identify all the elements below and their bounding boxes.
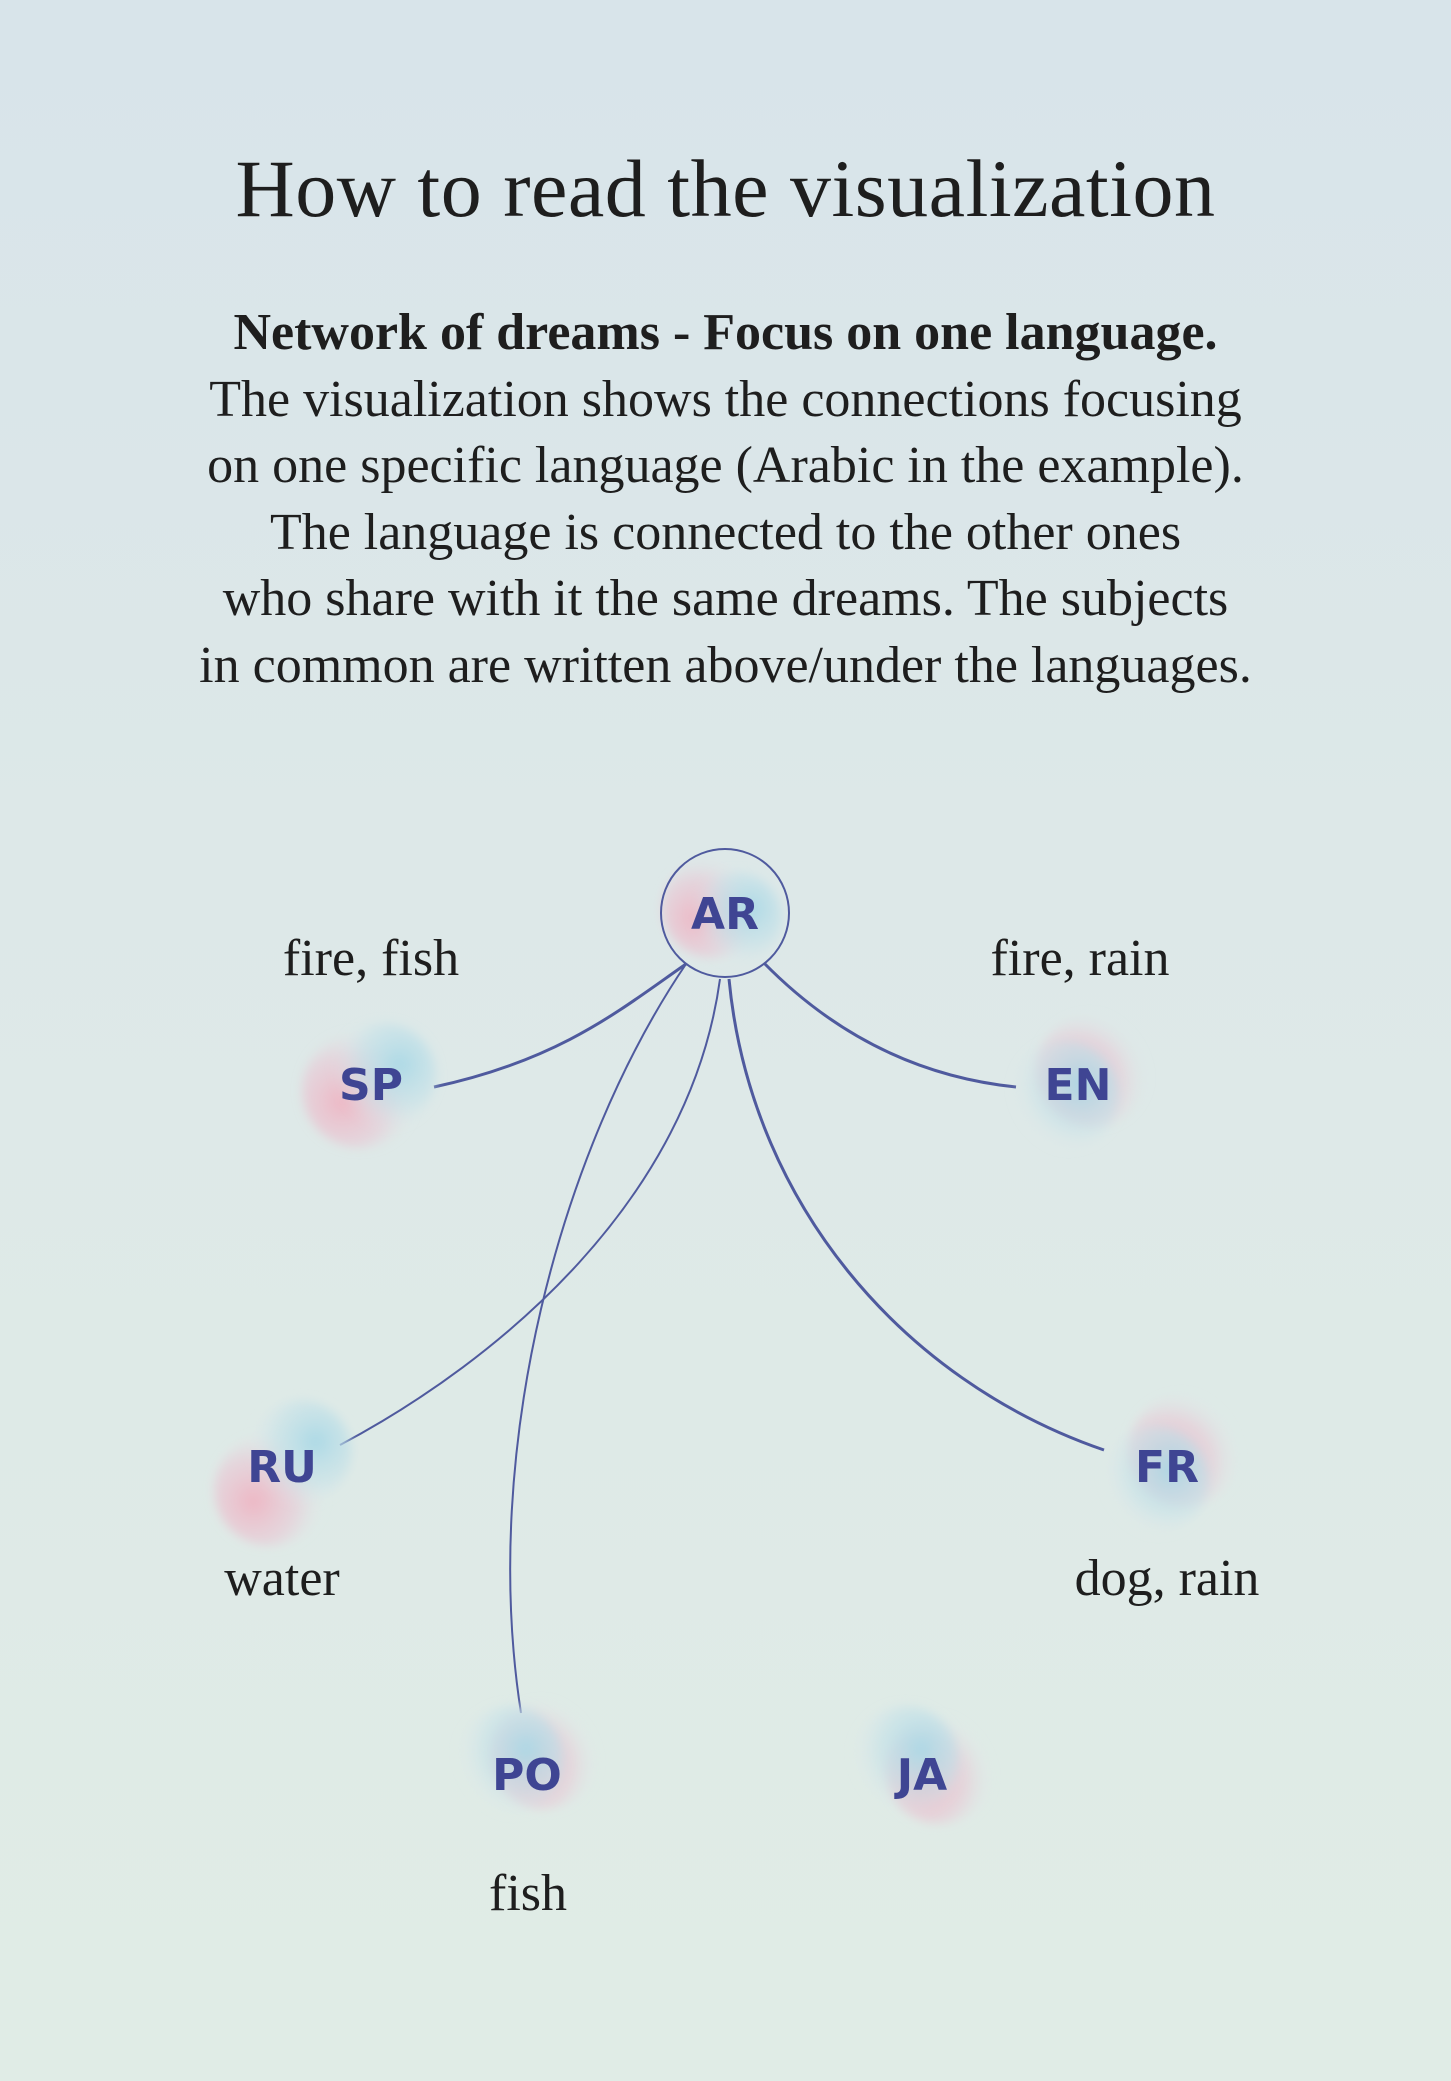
node-glow <box>248 1400 352 1504</box>
subjects-po: fish <box>489 1865 567 1922</box>
subjects-en: fire, rain <box>990 930 1169 987</box>
description: Network of dreams - Focus on one languag… <box>90 300 1361 699</box>
node-label-ru: RU <box>247 1442 317 1493</box>
subjects-ru: water <box>224 1550 339 1607</box>
node-label-fr: FR <box>1135 1442 1199 1493</box>
description-line: in common are written above/under the la… <box>199 636 1252 694</box>
node-fr[interactable]: FR <box>1101 1394 1241 1534</box>
node-ja[interactable]: JA <box>851 1706 994 1824</box>
page-title: How to read the visualization <box>235 143 1216 234</box>
node-glow <box>332 1023 436 1127</box>
description-lead: Network of dreams - Focus on one languag… <box>233 304 1218 361</box>
node-en[interactable]: EN <box>1011 1014 1149 1149</box>
node-label-ja: JA <box>894 1750 947 1801</box>
node-sp[interactable]: SP <box>302 1023 436 1148</box>
node-glow <box>851 1706 959 1814</box>
node-label-po: PO <box>492 1750 562 1801</box>
description-line: The language is connected to the other o… <box>269 503 1182 561</box>
subjects-fr: dog, rain <box>1075 1550 1260 1607</box>
edge-ar-sp <box>433 962 687 1089</box>
node-ru[interactable]: RU <box>214 1400 352 1546</box>
subjects-sp: fire, fish <box>283 930 459 987</box>
description-line: on one specific language (Arabic in the … <box>207 437 1244 494</box>
node-label-sp: SP <box>339 1060 403 1111</box>
edges <box>339 961 1105 1714</box>
edge-ar-fr <box>727 978 1105 1452</box>
edge-ar-en <box>762 961 1017 1089</box>
description-line: who share with it the same dreams. The s… <box>222 570 1229 627</box>
node-glow <box>456 1706 564 1814</box>
edge-ar-ru <box>339 978 721 1446</box>
focus-ring <box>660 848 790 978</box>
node-glow <box>690 872 782 964</box>
node-po[interactable]: PO <box>456 1701 599 1814</box>
node-label-ar: AR <box>691 889 759 940</box>
edge-ar-po <box>509 963 687 1714</box>
node-label-en: EN <box>1045 1060 1112 1111</box>
node-glow <box>1011 1041 1119 1149</box>
node-ar[interactable]: AR <box>660 848 790 978</box>
node-glow <box>1101 1426 1209 1534</box>
description-line: The visualization shows the connections … <box>209 370 1242 428</box>
